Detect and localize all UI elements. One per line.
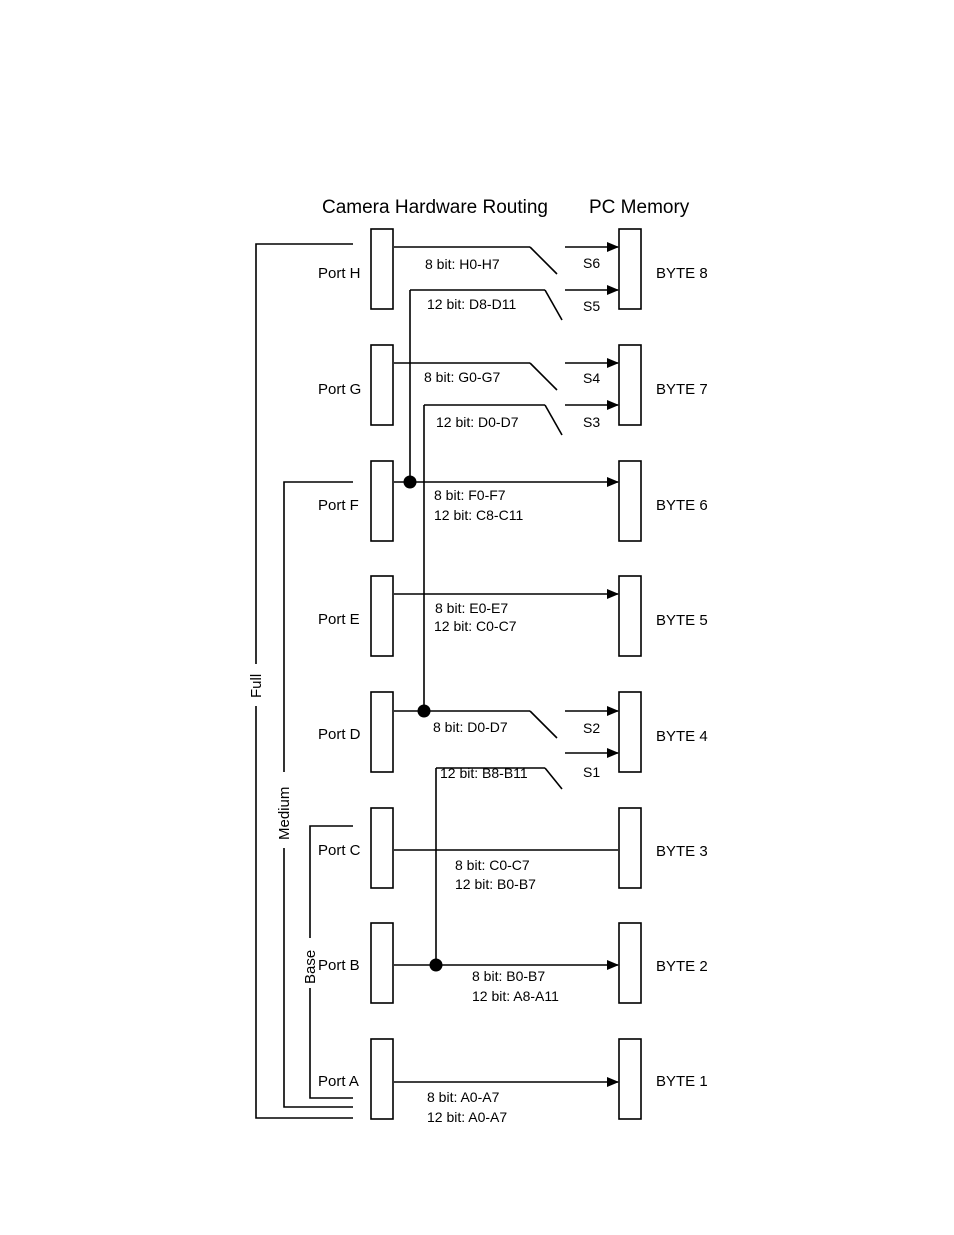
signal-g8: 8 bit: G0-G7 xyxy=(424,369,500,385)
port-e-label: Port E xyxy=(318,611,360,628)
port-f-label: Port F xyxy=(318,497,359,514)
switch-line-s6 xyxy=(529,246,558,275)
switch-s1-label: S1 xyxy=(583,764,600,780)
port-h-label: Port H xyxy=(318,265,361,282)
port-d-label: Port D xyxy=(318,726,361,743)
port-a-label: Port A xyxy=(318,1073,359,1090)
medium-label: Medium xyxy=(276,787,293,840)
byte-6-label: BYTE 6 xyxy=(656,497,708,514)
signal-b8: 8 bit: B0-B7 xyxy=(472,968,545,984)
junction-dot-f xyxy=(403,475,417,489)
base-bracket: Base xyxy=(301,825,353,1099)
port-g-box xyxy=(370,344,394,426)
signal-c8: 8 bit: C0-C7 xyxy=(455,857,530,873)
byte-1-label: BYTE 1 xyxy=(656,1073,708,1090)
signal-a12-high: 12 bit: A8-A11 xyxy=(472,988,559,1004)
port-c-box xyxy=(370,807,394,889)
switch-s2-label: S2 xyxy=(583,720,600,736)
base-label: Base xyxy=(302,950,319,984)
byte-6-box xyxy=(618,460,642,542)
signal-d12-high: 12 bit: D8-D11 xyxy=(427,296,516,312)
switch-line-s2 xyxy=(529,710,558,739)
port-a-box xyxy=(370,1038,394,1120)
byte-3-box xyxy=(618,807,642,889)
switch-line-s3 xyxy=(544,404,563,436)
signal-a12-low: 12 bit: A0-A7 xyxy=(427,1109,507,1125)
port-b-label: Port B xyxy=(318,957,360,974)
full-label: Full xyxy=(248,674,265,698)
junction-dot-d xyxy=(417,704,431,718)
switch-line-s5 xyxy=(544,289,563,321)
switch-line-s4 xyxy=(529,362,558,391)
signal-c12-high: 12 bit: C8-C11 xyxy=(434,507,523,523)
byte-8-box xyxy=(618,228,642,310)
byte-7-label: BYTE 7 xyxy=(656,381,708,398)
signal-f8: 8 bit: F0-F7 xyxy=(434,487,506,503)
switch-s4-label: S4 xyxy=(583,370,600,386)
port-h-box xyxy=(370,228,394,310)
signal-b12-low: 12 bit: B0-B7 xyxy=(455,876,536,892)
switch-line-s1 xyxy=(544,767,563,790)
byte-5-box xyxy=(618,575,642,657)
switch-s3-label: S3 xyxy=(583,414,600,430)
pc-memory-header: PC Memory xyxy=(589,197,690,218)
byte-4-box xyxy=(618,691,642,773)
signal-d12-low: 12 bit: D0-D7 xyxy=(436,414,519,430)
camera-routing-header: Camera Hardware Routing xyxy=(322,197,548,218)
port-f-box xyxy=(370,460,394,542)
port-c-label: Port C xyxy=(318,842,361,859)
byte-2-label: BYTE 2 xyxy=(656,958,708,975)
byte-3-label: BYTE 3 xyxy=(656,843,708,860)
full-bracket: Full xyxy=(247,243,353,1119)
byte-5-label: BYTE 5 xyxy=(656,612,708,629)
signal-d8: 8 bit: D0-D7 xyxy=(433,719,508,735)
signal-b12-high: 12 bit: B8-B11 xyxy=(440,765,528,781)
byte-1-box xyxy=(618,1038,642,1120)
port-d-box xyxy=(370,691,394,773)
signal-a8: 8 bit: A0-A7 xyxy=(427,1089,500,1105)
signal-h8: 8 bit: H0-H7 xyxy=(425,256,500,272)
byte-4-label: BYTE 4 xyxy=(656,728,708,745)
byte-7-box xyxy=(618,344,642,426)
port-g-label: Port G xyxy=(318,381,361,398)
port-e-box xyxy=(370,575,394,657)
signal-e8: 8 bit: E0-E7 xyxy=(435,600,508,616)
switch-s5-label: S5 xyxy=(583,298,600,314)
byte-8-label: BYTE 8 xyxy=(656,265,708,282)
medium-bracket: Medium xyxy=(275,481,353,1108)
byte-2-box xyxy=(618,922,642,1004)
junction-dot-b xyxy=(429,958,443,972)
signal-c12-low: 12 bit: C0-C7 xyxy=(434,618,517,634)
switch-s6-label: S6 xyxy=(583,255,600,271)
port-b-box xyxy=(370,922,394,1004)
